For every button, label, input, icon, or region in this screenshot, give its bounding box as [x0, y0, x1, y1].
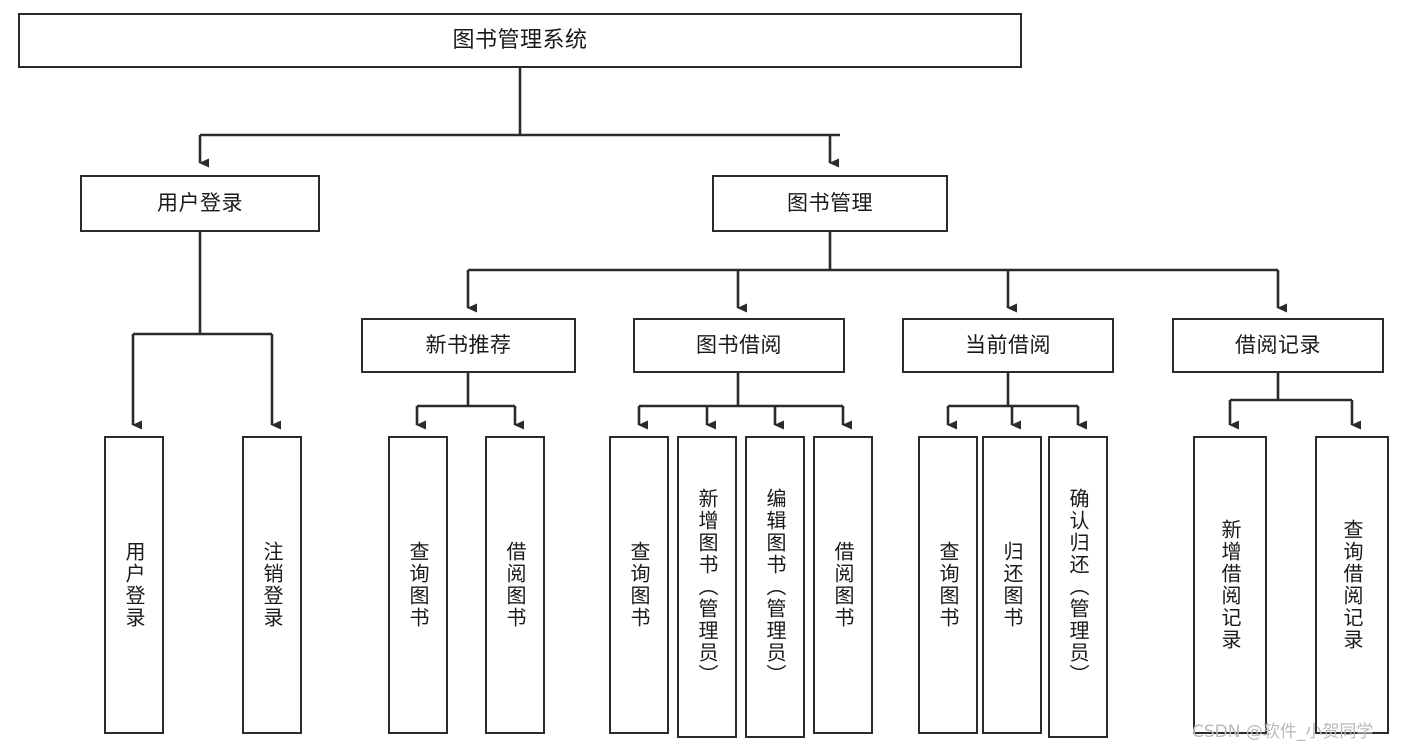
leaf-borrow-book-label: 借阅图书: [831, 541, 855, 629]
node-borrow-record-label: 借阅记录: [1235, 333, 1321, 358]
leaf-add-book-admin[interactable]: 新增图书（管理员）: [677, 436, 737, 738]
leaf-query-book-recommend-label: 查询图书: [406, 541, 430, 629]
leaf-query-book-recommend[interactable]: 查询图书: [388, 436, 448, 734]
leaf-add-book-admin-label: 新增图书（管理员）: [695, 488, 719, 686]
csdn-watermark: CSDN @软件_小贺同学: [1192, 722, 1374, 742]
leaf-return-book-label: 归还图书: [1000, 541, 1024, 629]
leaf-query-borrow-record[interactable]: 查询借阅记录: [1315, 436, 1389, 734]
node-book-borrow-label: 图书借阅: [696, 333, 782, 358]
leaf-user-login-label: 用户登录: [122, 541, 146, 629]
node-borrow-record[interactable]: 借阅记录: [1172, 318, 1384, 373]
leaf-query-book-current[interactable]: 查询图书: [918, 436, 978, 734]
node-current-borrow-label: 当前借阅: [965, 333, 1051, 358]
leaf-user-login[interactable]: 用户登录: [104, 436, 164, 734]
node-root-label: 图书管理系统: [452, 27, 588, 53]
node-book-borrow[interactable]: 图书借阅: [633, 318, 845, 373]
leaf-borrow-book-recommend-label: 借阅图书: [503, 541, 527, 629]
leaf-confirm-return-admin-label: 确认归还（管理员）: [1066, 488, 1090, 686]
node-root[interactable]: 图书管理系统: [18, 13, 1022, 68]
leaf-borrow-book-recommend[interactable]: 借阅图书: [485, 436, 545, 734]
leaf-add-borrow-record-label: 新增借阅记录: [1218, 519, 1242, 651]
leaf-edit-book-admin[interactable]: 编辑图书（管理员）: [745, 436, 805, 738]
leaf-borrow-book[interactable]: 借阅图书: [813, 436, 873, 734]
leaf-add-borrow-record[interactable]: 新增借阅记录: [1193, 436, 1267, 734]
node-new-book-recommend[interactable]: 新书推荐: [361, 318, 576, 373]
leaf-query-book-borrow[interactable]: 查询图书: [609, 436, 669, 734]
leaf-logout-label: 注销登录: [260, 541, 284, 629]
node-user-login-label: 用户登录: [157, 191, 243, 216]
leaf-query-book-current-label: 查询图书: [936, 541, 960, 629]
leaf-query-book-borrow-label: 查询图书: [627, 541, 651, 629]
leaf-return-book[interactable]: 归还图书: [982, 436, 1042, 734]
leaf-confirm-return-admin[interactable]: 确认归还（管理员）: [1048, 436, 1108, 738]
node-new-book-recommend-label: 新书推荐: [425, 333, 512, 358]
leaf-logout[interactable]: 注销登录: [242, 436, 302, 734]
leaf-query-borrow-record-label: 查询借阅记录: [1340, 519, 1364, 651]
leaf-edit-book-admin-label: 编辑图书（管理员）: [763, 488, 787, 686]
node-user-login[interactable]: 用户登录: [80, 175, 320, 232]
node-book-management[interactable]: 图书管理: [712, 175, 948, 232]
node-current-borrow[interactable]: 当前借阅: [902, 318, 1114, 373]
node-book-management-label: 图书管理: [787, 191, 873, 216]
